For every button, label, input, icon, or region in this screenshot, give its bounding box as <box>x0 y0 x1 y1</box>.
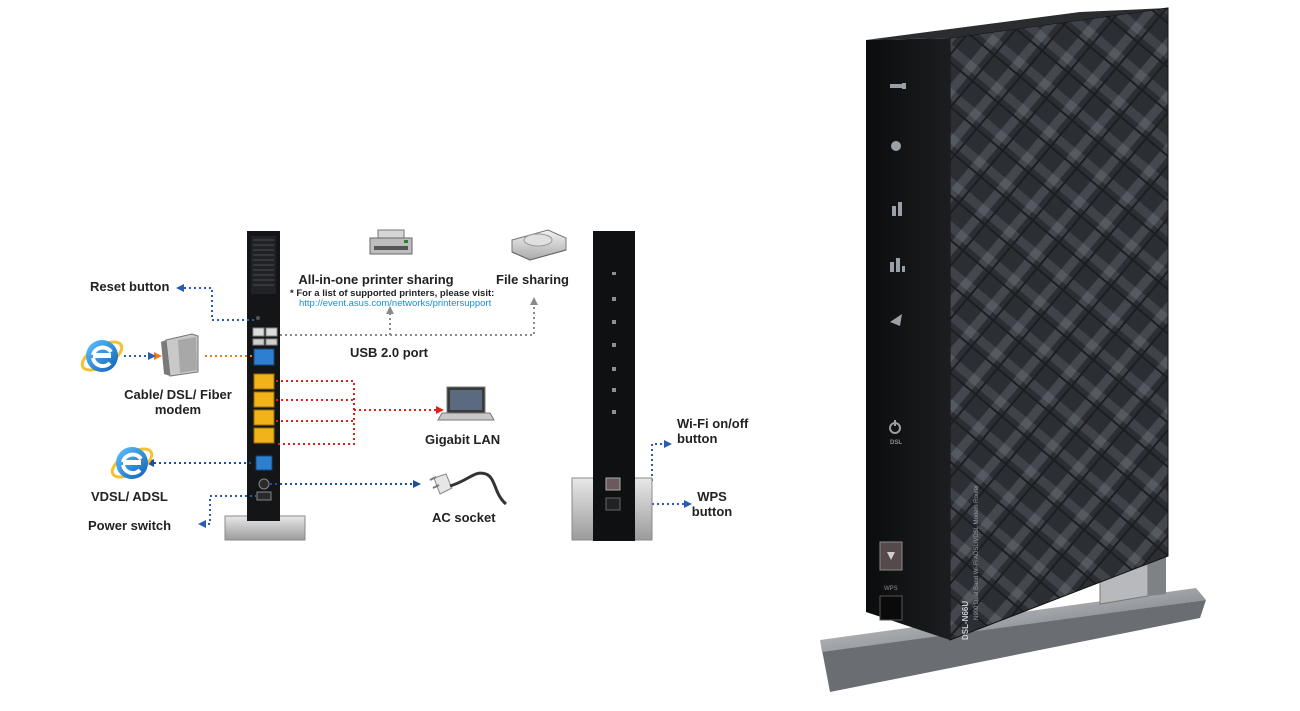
reset-pinhole <box>256 316 260 320</box>
reset-button-label: Reset button <box>90 279 170 294</box>
usb-port-1 <box>252 327 265 337</box>
large-status-leds <box>889 83 906 434</box>
wifi-24g-led-icon <box>890 258 905 272</box>
lan-port-2 <box>253 391 275 408</box>
large-base-top <box>820 588 1206 652</box>
front-small-body <box>593 231 635 541</box>
power-switch-port <box>256 491 272 501</box>
hard-drive-icon <box>511 229 567 261</box>
wifi-button-label: Wi-Fi on/off button <box>677 416 749 446</box>
power-switch-label: Power switch <box>88 518 172 533</box>
lan-port-3 <box>253 409 275 426</box>
wps-mark: WPS <box>884 586 898 592</box>
power-led-icon <box>889 420 901 434</box>
large-base-edge <box>822 600 1206 692</box>
power-switch-line <box>205 495 257 525</box>
reset-line <box>184 287 254 321</box>
wps-button-label: WPS button <box>691 489 733 519</box>
file-sharing-label: File sharing <box>496 272 569 287</box>
usb-port-2 <box>265 327 278 337</box>
dsl-led-mark: DSL <box>890 440 902 446</box>
printer-support-link[interactable]: http://event.asus.com/networks/printersu… <box>299 298 492 309</box>
large-top-edge <box>866 8 1168 40</box>
usb-led-icon <box>890 83 906 89</box>
ac-socket-label: AC socket <box>432 510 496 525</box>
router-large-view <box>820 7 1206 692</box>
router-front-small <box>571 231 653 541</box>
printer-icon <box>369 229 413 255</box>
lan-led-icon <box>890 314 902 326</box>
lan-port-1 <box>253 373 275 390</box>
modem-icon <box>161 333 199 377</box>
ac-socket-port <box>258 478 270 490</box>
internet-led-icon <box>891 141 901 151</box>
lan-line-outer <box>276 380 355 445</box>
dsl-port <box>255 455 273 471</box>
model-description: N900 Dual Band Wi-Fi ADSL/VDSL Modem Rou… <box>974 484 980 620</box>
front-small-wps-button <box>605 497 621 511</box>
modem-label: Cable/ DSL/ Fiber modem <box>124 387 232 417</box>
lan-port-4 <box>253 427 275 444</box>
front-small-wifi-button <box>605 477 621 491</box>
wifi-5g-led-icon <box>892 202 902 216</box>
wifi-symbol-icon <box>887 552 895 560</box>
ie-icon <box>80 340 124 372</box>
gigabit-lan-label: Gigabit LAN <box>425 432 501 447</box>
front-small-leds <box>612 272 616 414</box>
arrow-heads <box>146 284 692 528</box>
ie-icon <box>110 447 154 479</box>
usb-port-label: USB 2.0 port <box>350 345 429 360</box>
back-vent <box>251 236 276 294</box>
usb-line <box>280 305 535 336</box>
large-front-panel <box>866 38 950 640</box>
plug-icon <box>429 471 508 506</box>
printer-note: * For a list of supported printers, plea… <box>290 288 495 299</box>
large-plaid-side <box>950 8 1168 640</box>
vdsl-adsl-label: VDSL/ ADSL <box>91 489 168 504</box>
router-back-view <box>224 231 306 541</box>
large-wps-button <box>879 595 903 621</box>
printer-sharing-label: All-in-one printer sharing <box>298 272 454 287</box>
wan-port <box>253 348 275 366</box>
laptop-icon <box>437 386 495 421</box>
